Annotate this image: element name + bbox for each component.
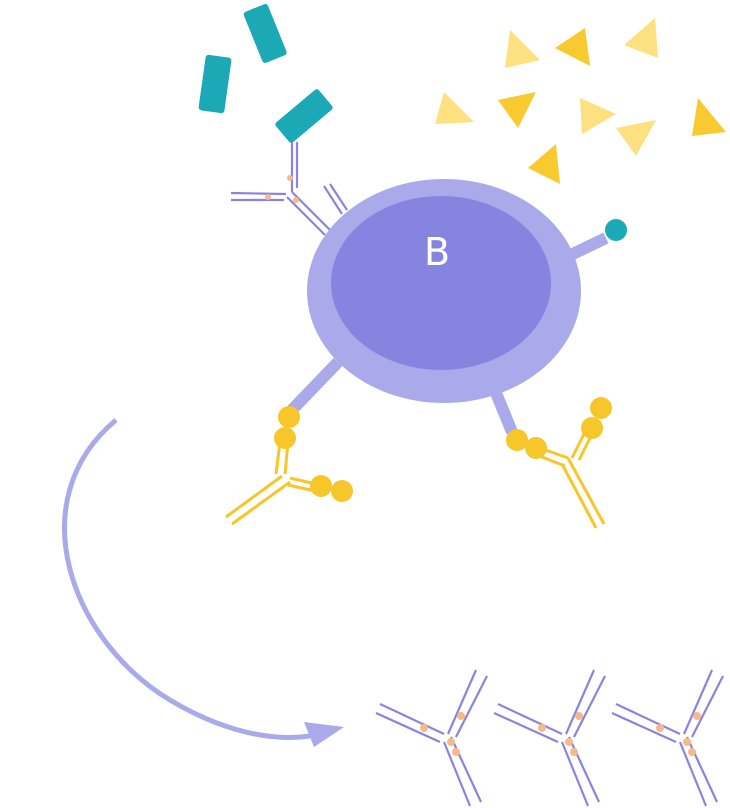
- secreted-antibody: [375, 669, 488, 807]
- secreted-antibody: [611, 669, 724, 807]
- b-cell-label: B: [424, 230, 450, 274]
- yellow-fragment: [505, 30, 540, 68]
- antigen-bead: [581, 417, 603, 439]
- secreted-antibodies: [375, 669, 724, 807]
- antigen-bead: [310, 475, 332, 497]
- secreted-antibody: [493, 669, 606, 807]
- antigen-bead: [506, 429, 528, 451]
- yellow-antigen-fragments: [435, 18, 726, 184]
- stalk-bottom-right: [488, 385, 518, 435]
- process-arrow-head: [304, 722, 344, 747]
- b-cell: B: [307, 179, 581, 403]
- yellow-fragment: [692, 98, 726, 136]
- process-arrow: [62, 418, 344, 747]
- yellow-fragment: [580, 98, 616, 134]
- teal-fragment: [243, 4, 287, 63]
- yellow-fragment: [555, 28, 590, 66]
- antigen-bead: [590, 397, 612, 419]
- membrane-antibody-dots: [265, 175, 299, 203]
- antigen-bead: [525, 437, 547, 459]
- yellow-fragment: [624, 18, 658, 58]
- teal-fragment: [275, 89, 333, 143]
- membrane-antibody: [230, 142, 348, 236]
- yellow-fragment: [498, 92, 536, 128]
- bound-antibody-right: [506, 397, 612, 529]
- antigen-bead: [331, 480, 353, 502]
- yellow-fragment: [435, 92, 474, 124]
- teal-receptor: [605, 219, 627, 241]
- process-arrow-curve: [62, 418, 311, 740]
- antigen-bead: [274, 427, 296, 449]
- b-cell-nucleus: [331, 196, 551, 370]
- yellow-fragment: [528, 144, 560, 184]
- bound-antibody-left: [225, 406, 353, 526]
- stalk-bottom-left: [285, 357, 343, 417]
- teal-antigen-fragments: [198, 4, 333, 143]
- antigen-bead: [278, 406, 300, 428]
- teal-fragment: [198, 54, 232, 114]
- yellow-fragment: [616, 120, 656, 156]
